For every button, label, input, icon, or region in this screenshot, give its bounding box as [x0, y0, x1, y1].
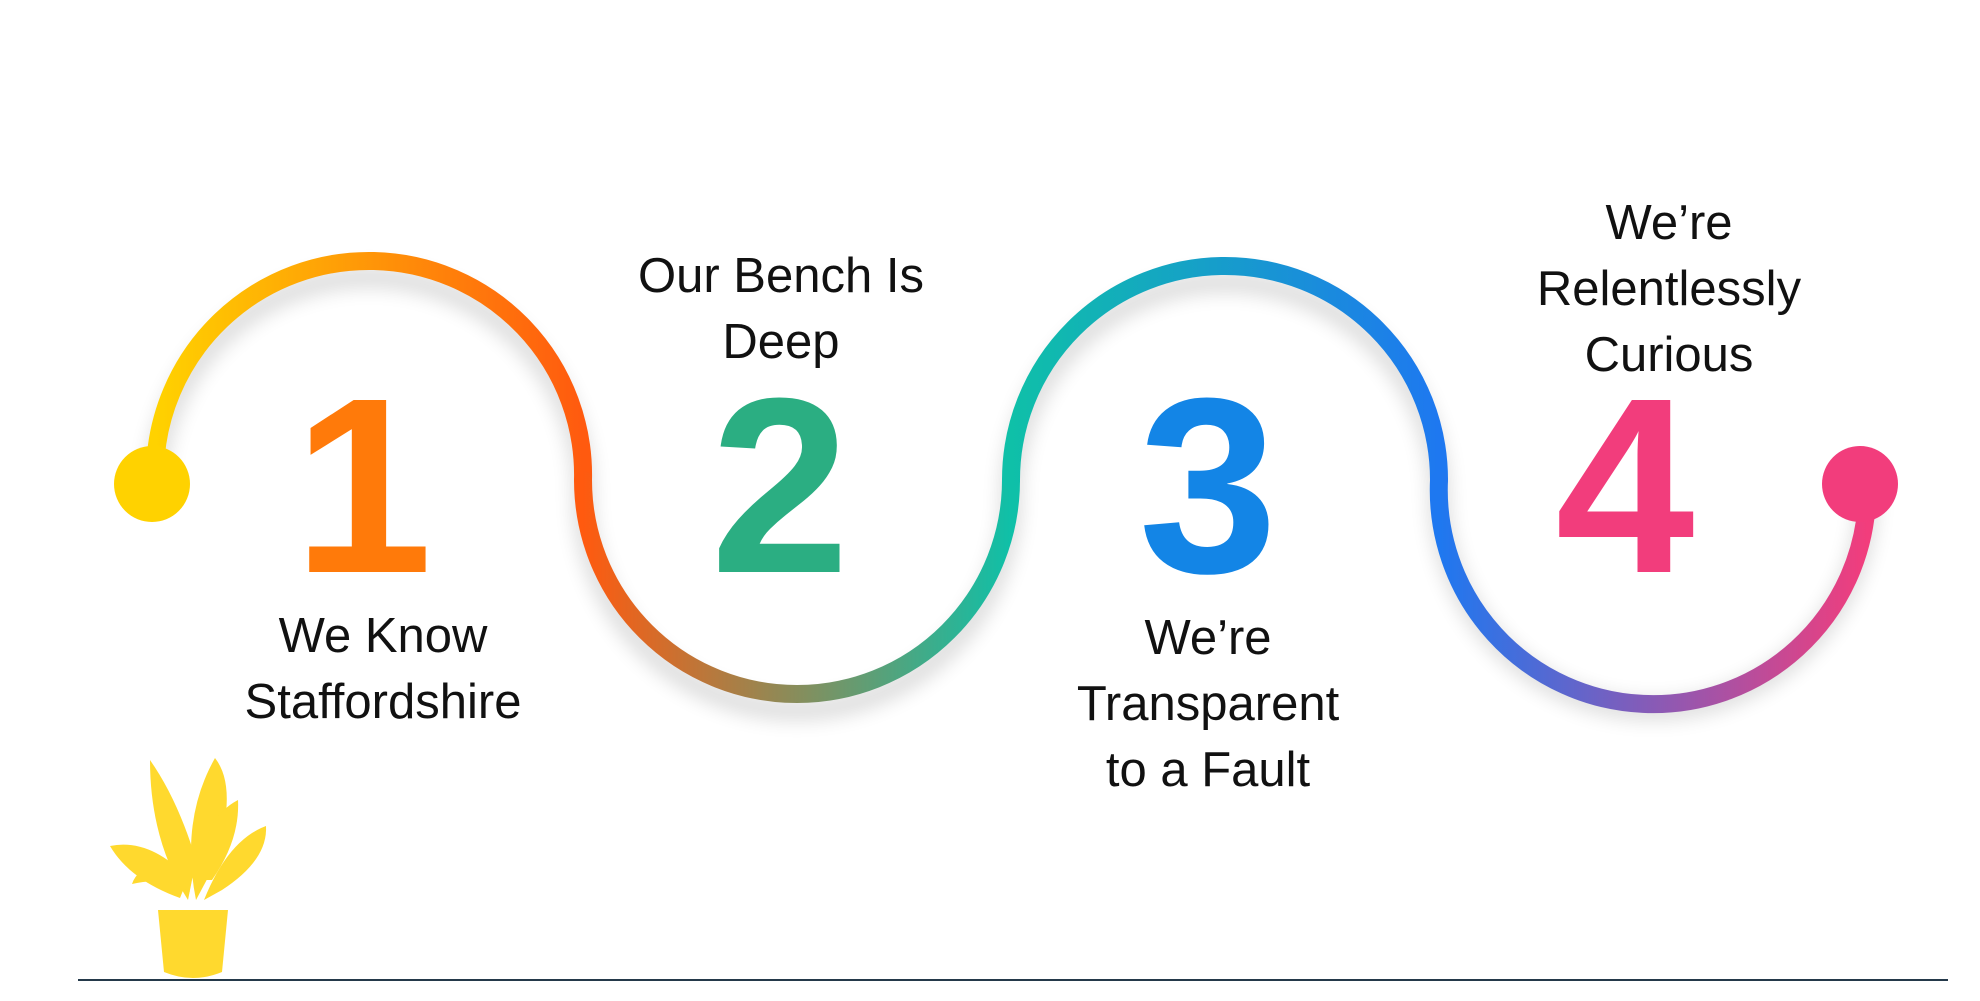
step-4-label-line-1: We’re	[1605, 196, 1733, 250]
step-2-label-line-2: Deep	[722, 315, 840, 369]
step-4-label-line-3: Curious	[1584, 328, 1754, 382]
path-segment-2	[574, 471, 1020, 703]
step-3-label: We’re Transparent to a Fault	[1033, 605, 1383, 803]
path-segment-3	[1002, 257, 1448, 489]
step-2-label-line-1: Our Bench Is	[638, 249, 924, 303]
step-4-label: We’re Relentlessly Curious	[1494, 190, 1844, 388]
step-4-label-line-2: Relentlessly	[1536, 262, 1802, 316]
step-4-number: 4	[1555, 346, 1694, 625]
potted-plant-icon	[110, 758, 267, 978]
path-end-dot	[1822, 446, 1898, 522]
path-segment-1	[146, 252, 593, 489]
step-2-number: 2	[710, 346, 849, 625]
step-1-number: 1	[293, 346, 432, 625]
path-start-dot	[114, 446, 190, 522]
winding-path-icon	[146, 252, 1876, 714]
step-1-label-line-1: We Know	[278, 609, 488, 663]
step-1-label: We Know Staffordshire	[198, 603, 568, 735]
step-3-label-line-2: Transparent	[1076, 677, 1340, 731]
step-2-label: Our Bench Is Deep	[598, 243, 964, 375]
path-segment-4	[1429, 471, 1876, 714]
step-3-number: 3	[1138, 346, 1277, 625]
step-3-label-line-3: to a Fault	[1105, 743, 1311, 797]
step-1-label-line-2: Staffordshire	[244, 675, 522, 729]
step-3-label-line-1: We’re	[1144, 611, 1272, 665]
